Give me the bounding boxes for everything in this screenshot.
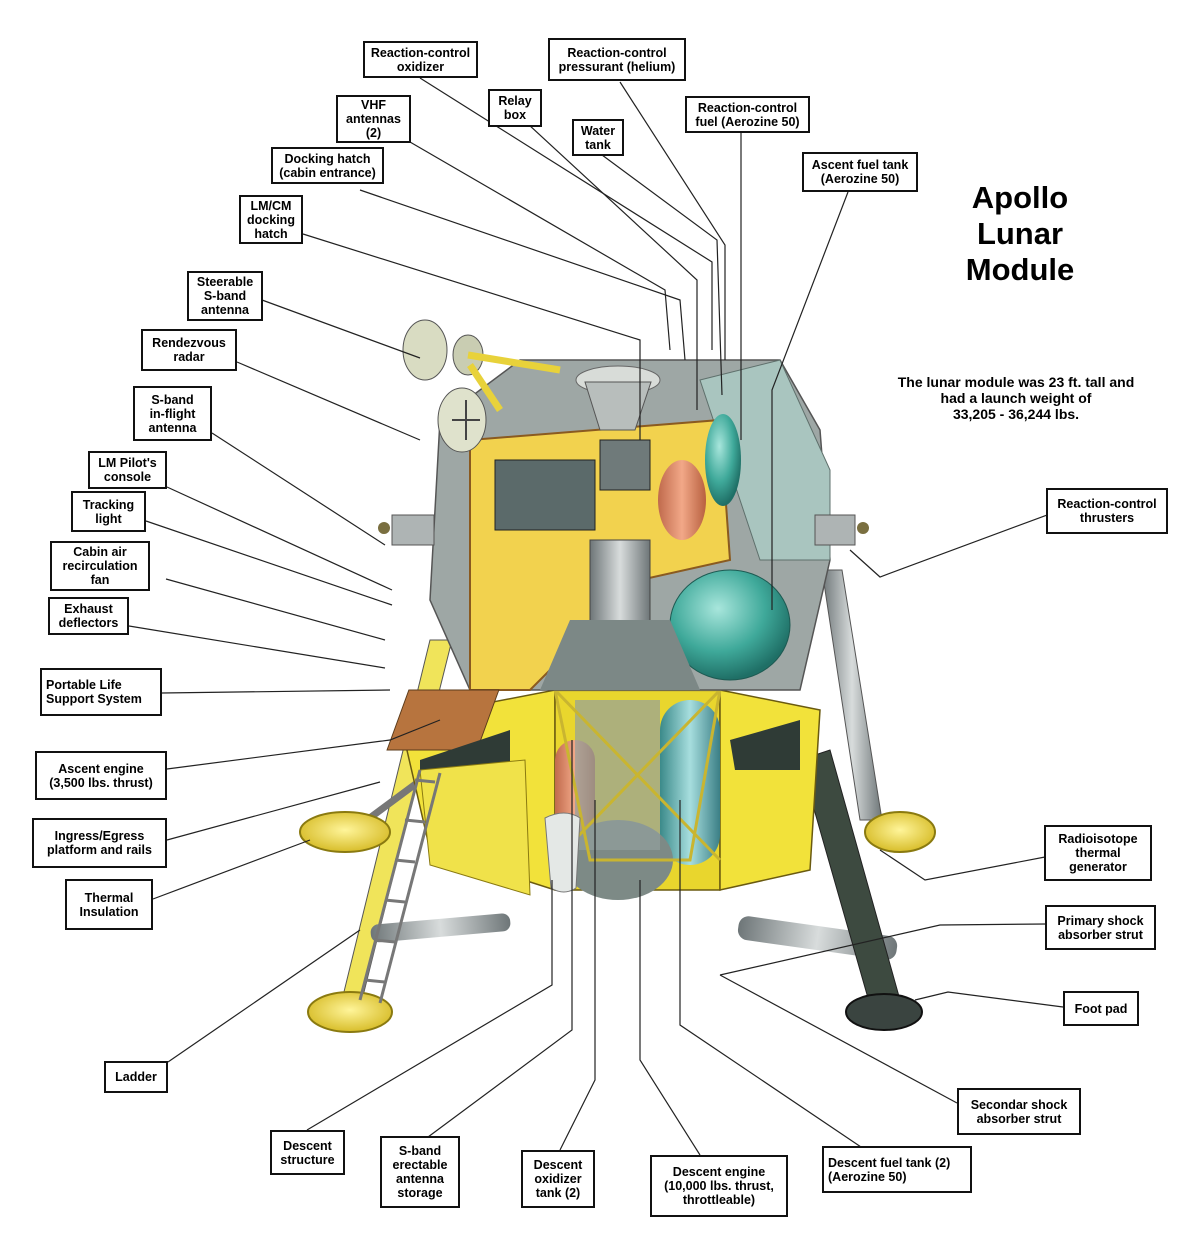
label-ascent-engine: Ascent engine (3,500 lbs. thrust)	[35, 751, 167, 800]
label-cabin-air-recirculation-fan: Cabin air recirculation fan	[50, 541, 150, 591]
label-ascent-fuel-tank: Ascent fuel tank (Aerozine 50)	[802, 152, 918, 192]
label-water-tank: Water tank	[572, 119, 624, 156]
label-radioisotope-thermal-generator: Radioisotope thermal generator	[1044, 825, 1152, 881]
label-reaction-control-fuel: Reaction-control fuel (Aerozine 50)	[685, 96, 810, 133]
label-reaction-control-thrusters: Reaction-control thrusters	[1046, 488, 1168, 534]
reaction-control-thrusters	[378, 514, 869, 546]
label-vhf-antennas: VHF antennas (2)	[336, 95, 411, 143]
ladder-illustration	[358, 769, 442, 1004]
label-descent-oxidizer-tank: Descent oxidizer tank (2)	[521, 1150, 595, 1208]
diagram-title: Apollo Lunar Module	[965, 180, 1075, 287]
label-docking-hatch: Docking hatch (cabin entrance)	[271, 147, 384, 184]
steerable-s-band-antenna	[402, 319, 561, 412]
descent-stage-nozzle-right	[730, 720, 800, 770]
label-ingress-egress-platform: Ingress/Egress platform and rails	[32, 818, 167, 868]
label-foot-pad: Foot pad	[1063, 991, 1139, 1026]
label-exhaust-deflectors: Exhaust deflectors	[48, 597, 129, 635]
label-reaction-control-oxidizer: Reaction-control oxidizer	[363, 41, 478, 78]
label-secondary-shock-absorber-strut: Secondar shock absorber strut	[957, 1088, 1081, 1135]
label-descent-structure: Descent structure	[270, 1130, 345, 1175]
label-ladder: Ladder	[104, 1061, 168, 1093]
ascent-stage	[429, 359, 831, 691]
label-tracking-light: Tracking light	[71, 491, 146, 532]
label-relay-box: Relay box	[488, 89, 542, 127]
leader-lines	[128, 77, 1064, 1156]
label-s-band-erectable-antenna-storage: S-band erectable antenna storage	[380, 1136, 460, 1208]
thermal-foil-skirt	[419, 759, 531, 896]
diagram-subtitle: The lunar module was 23 ft. tall and had…	[897, 374, 1135, 422]
lunar-module-illustration	[299, 319, 936, 1033]
label-thermal-insulation: Thermal Insulation	[65, 879, 153, 930]
label-reaction-control-pressurant: Reaction-control pressurant (helium)	[548, 38, 686, 81]
label-primary-shock-absorber-strut: Primary shock absorber strut	[1045, 905, 1156, 950]
label-descent-engine: Descent engine (10,000 lbs. thrust, thro…	[650, 1155, 788, 1217]
landing-leg-right	[737, 569, 936, 1031]
ingress-platform	[386, 689, 500, 751]
label-rendezvous-radar: Rendezvous radar	[141, 329, 237, 371]
label-descent-fuel-tank: Descent fuel tank (2) (Aerozine 50)	[822, 1146, 972, 1193]
rendezvous-radar-dish	[437, 387, 487, 453]
label-lm-cm-docking-hatch: LM/CM docking hatch	[239, 195, 303, 244]
label-lm-pilot-console: LM Pilot's console	[88, 451, 167, 489]
label-portable-life-support-system: Portable Life Support System	[40, 668, 162, 716]
label-steerable-s-band-antenna: Steerable S-band antenna	[187, 271, 263, 321]
label-s-band-in-flight-antenna: S-band in-flight antenna	[133, 386, 212, 441]
descent-stage-nozzle-left	[420, 730, 510, 770]
